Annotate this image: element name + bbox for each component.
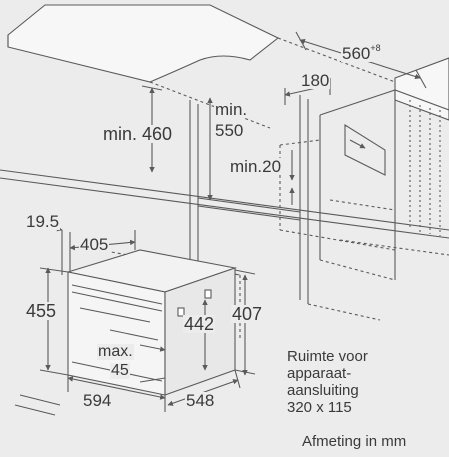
dim-560-value: 560 [342, 44, 371, 63]
dim-label-max-line2: 45 [110, 362, 130, 379]
dim-label-min-550-line2: 550 [214, 121, 245, 140]
oven-door-handle [109, 329, 159, 341]
dim-label-min-550-line1: min. [214, 100, 249, 119]
dim-label-19-5: 19.5 [25, 212, 61, 231]
connection-space-note: Ruimte voor apparaat- aansluiting 320 x … [287, 348, 368, 416]
countertop-right [394, 57, 449, 121]
countertop [7, 4, 280, 83]
dim-label-455: 455 [25, 301, 58, 321]
dim-line-594 [67, 376, 166, 400]
dim-label-405: 405 [79, 235, 110, 254]
dim-label-min-20: min.20 [229, 157, 283, 176]
dim-label-180: 180 [300, 71, 331, 90]
connection-cutout [344, 124, 386, 176]
note-line-1: Ruimte voor [287, 348, 368, 365]
dim-label-560: 560+8 [341, 44, 382, 62]
unit-note: Afmeting in mm [302, 433, 407, 450]
dim-label-442: 442 [183, 314, 216, 334]
note-line-2: apparaat- [287, 365, 352, 382]
dim-label-548: 548 [185, 391, 216, 410]
dim-label-max-line1: max. [97, 343, 134, 360]
dim-label-min-460: min. 460 [102, 124, 174, 144]
note-line-4: 320 x 115 [287, 399, 352, 416]
dim-label-407: 407 [231, 304, 264, 324]
dim-560-tolerance: +8 [370, 43, 381, 53]
dim-label-594: 594 [82, 391, 113, 410]
note-line-3: aansluiting [287, 382, 359, 399]
